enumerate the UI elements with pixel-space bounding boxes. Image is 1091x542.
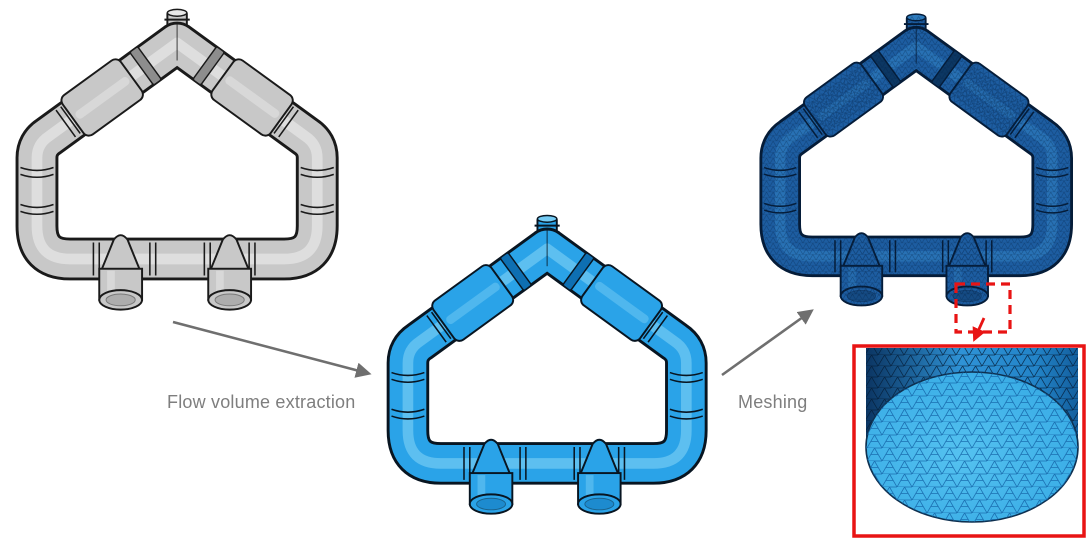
flow-extraction-label: Flow volume extraction: [167, 392, 356, 412]
meshed-cylinder-cap: [865, 371, 1079, 523]
meshing-arrow: [721, 309, 814, 377]
mesh-texture-overlay: [780, 16, 1052, 305]
mesh-detail-callout-box: [954, 282, 1012, 342]
flow-extraction-arrow: [172, 320, 372, 378]
meshing-label: Meshing: [738, 392, 808, 412]
flow-volume-figure: [377, 212, 725, 536]
cad-model-figure: [2, 6, 360, 332]
dashed-callout-rect: [954, 282, 1012, 334]
mesh-detail-inset: [852, 344, 1086, 538]
callout-leader-arrow: [972, 317, 986, 342]
